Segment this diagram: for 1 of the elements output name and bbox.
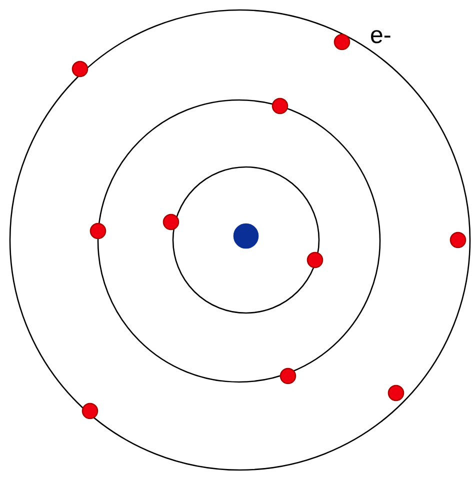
electron-label: e- xyxy=(370,24,392,48)
